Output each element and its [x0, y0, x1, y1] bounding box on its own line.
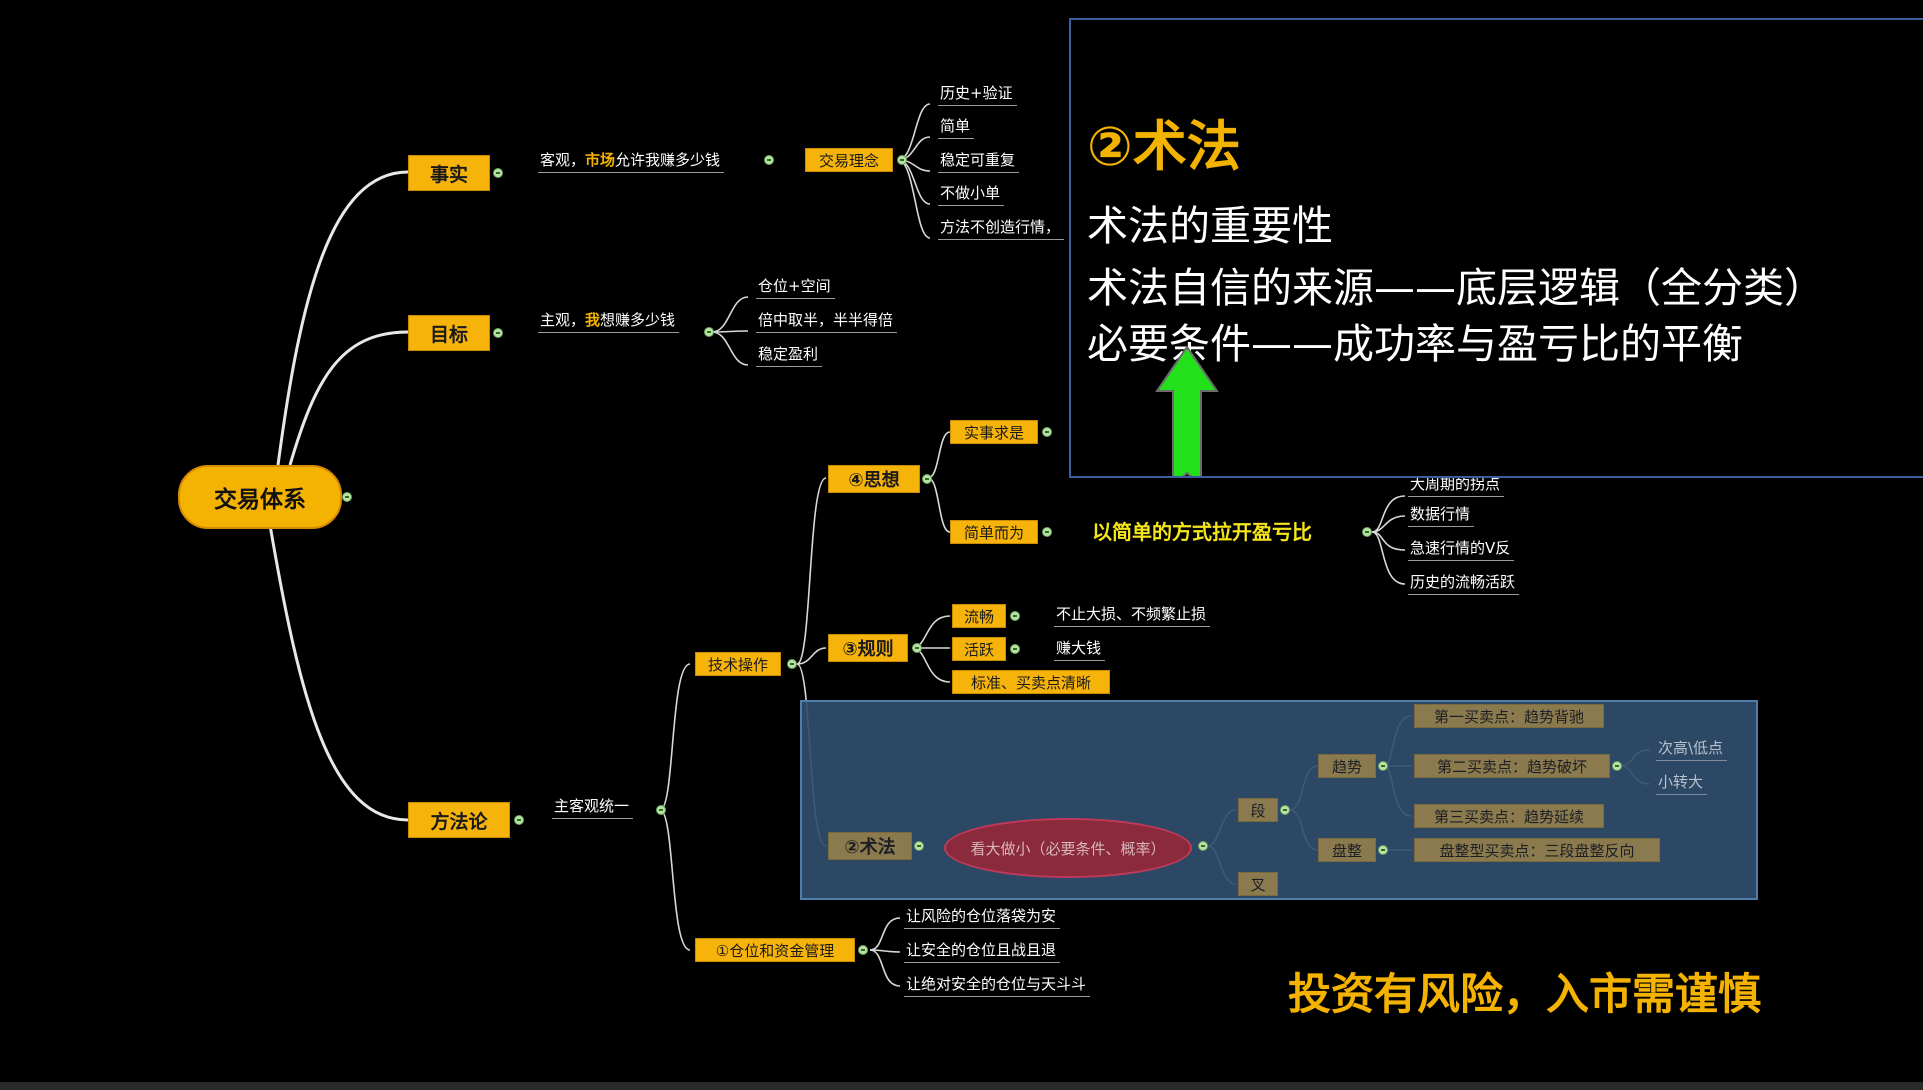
collapse-icon[interactable]	[1362, 527, 1372, 537]
linian-item: 稳定可重复	[938, 150, 1020, 173]
collapse-icon[interactable]	[1042, 427, 1052, 437]
kanda-zuoxiao-oval[interactable]: 看大做小（必要条件、概率）	[944, 818, 1192, 878]
node-biaozhun[interactable]: 标准、买卖点清晰	[952, 670, 1110, 694]
jiandan-item: 历史的流畅活跃	[1408, 572, 1520, 595]
mubiao-item: 仓位+空间	[756, 276, 835, 299]
linian-item: 简单	[938, 116, 975, 139]
huoyue-desc: 赚大钱	[1054, 638, 1106, 661]
overlay-line: 术法的重要性	[1087, 202, 1333, 250]
node-panzheng[interactable]: 盘整	[1318, 838, 1376, 862]
collapse-icon[interactable]	[493, 168, 503, 178]
collapse-icon[interactable]	[787, 659, 797, 669]
node-qushi[interactable]: 趋势	[1318, 754, 1376, 778]
buy2-item: 小转大	[1656, 772, 1708, 795]
node-cangwei[interactable]: ①仓位和资金管理	[695, 938, 855, 962]
buy2-item: 次高\低点	[1656, 738, 1728, 761]
root-node[interactable]: 交易体系	[178, 465, 342, 529]
collapse-icon[interactable]	[912, 643, 922, 653]
linian-item: 方法不创造行情，	[938, 217, 1065, 240]
highlight-region-shufa	[800, 700, 1758, 900]
node-fangfalun[interactable]: 方法论	[408, 802, 510, 838]
collapse-icon[interactable]	[922, 474, 932, 484]
up-arrow-icon	[1155, 345, 1219, 476]
jiandan-item: 数据行情	[1408, 504, 1475, 527]
node-huoyue[interactable]: 活跃	[952, 637, 1006, 661]
collapse-icon[interactable]	[1612, 761, 1622, 771]
collapse-icon[interactable]	[858, 945, 868, 955]
collapse-icon[interactable]	[1010, 644, 1020, 654]
node-sixiang[interactable]: ④思想	[828, 465, 920, 493]
risk-warning: 投资有风险，入市需谨慎	[1288, 970, 1761, 1020]
fangfa-desc: 主客观统一	[552, 796, 634, 819]
linian-item: 历史+验证	[938, 83, 1017, 106]
mubiao-item: 稳定盈利	[756, 344, 823, 367]
cangwei-item: 让安全的仓位且战且退	[904, 940, 1061, 963]
collapse-icon[interactable]	[493, 328, 503, 338]
node-mubiao[interactable]: 目标	[408, 315, 490, 351]
node-liuchang[interactable]: 流畅	[952, 604, 1006, 628]
node-buy2[interactable]: 第二买卖点：趋势破坏	[1414, 754, 1610, 778]
collapse-icon[interactable]	[764, 155, 774, 165]
shishi-desc: 客观，市场允许我赚多少钱	[538, 150, 725, 173]
node-buy1[interactable]: 第一买卖点：趋势背驰	[1414, 704, 1604, 728]
collapse-icon[interactable]	[1198, 841, 1208, 851]
collapse-icon[interactable]	[1280, 805, 1290, 815]
node-jiandan-erwei[interactable]: 简单而为	[950, 520, 1038, 544]
collapse-icon[interactable]	[704, 327, 714, 337]
mubiao-item: 倍中取半，半半得倍	[756, 310, 898, 333]
liuchang-desc: 不止大损、不频繁止损	[1054, 604, 1211, 627]
collapse-icon[interactable]	[514, 815, 524, 825]
bottom-bar	[0, 1082, 1923, 1090]
collapse-icon[interactable]	[656, 805, 666, 815]
node-jiaoyi-linian[interactable]: 交易理念	[805, 148, 893, 172]
node-guize[interactable]: ③规则	[828, 634, 908, 662]
node-duan[interactable]: 段	[1238, 798, 1278, 822]
linian-item: 不做小单	[938, 183, 1005, 206]
collapse-icon[interactable]	[342, 492, 352, 502]
jiandan-phrase: 以简单的方式拉开盈亏比	[1092, 520, 1312, 544]
jiandan-item: 大周期的拐点	[1408, 474, 1505, 497]
collapse-icon[interactable]	[914, 841, 924, 851]
node-cha[interactable]: 叉	[1238, 872, 1278, 896]
collapse-icon[interactable]	[1042, 527, 1052, 537]
node-shishi-qiushi[interactable]: 实事求是	[950, 420, 1038, 444]
node-buy4[interactable]: 盘整型买卖点：三段盘整反向	[1414, 838, 1660, 862]
collapse-icon[interactable]	[897, 155, 907, 165]
jiandan-item: 急速行情的V反	[1408, 538, 1515, 561]
overlay-title: ②术法	[1087, 115, 1241, 178]
node-shufa[interactable]: ②术法	[828, 832, 912, 860]
overlay-line: 术法自信的来源——底层逻辑（全分类）	[1087, 264, 1825, 312]
collapse-icon[interactable]	[1378, 845, 1388, 855]
node-jishu-caozuo[interactable]: 技术操作	[695, 652, 781, 676]
overlay-panel: ②术法 术法的重要性 术法自信的来源——底层逻辑（全分类） 必要条件——成功率与…	[1069, 18, 1923, 478]
cangwei-item: 让绝对安全的仓位与天斗斗	[904, 974, 1091, 997]
cangwei-item: 让风险的仓位落袋为安	[904, 906, 1061, 929]
node-buy3[interactable]: 第三买卖点：趋势延续	[1414, 804, 1604, 828]
collapse-icon[interactable]	[1010, 611, 1020, 621]
collapse-icon[interactable]	[1378, 761, 1388, 771]
node-shishi[interactable]: 事实	[408, 155, 490, 191]
mubiao-desc: 主观，我想赚多少钱	[538, 310, 680, 333]
